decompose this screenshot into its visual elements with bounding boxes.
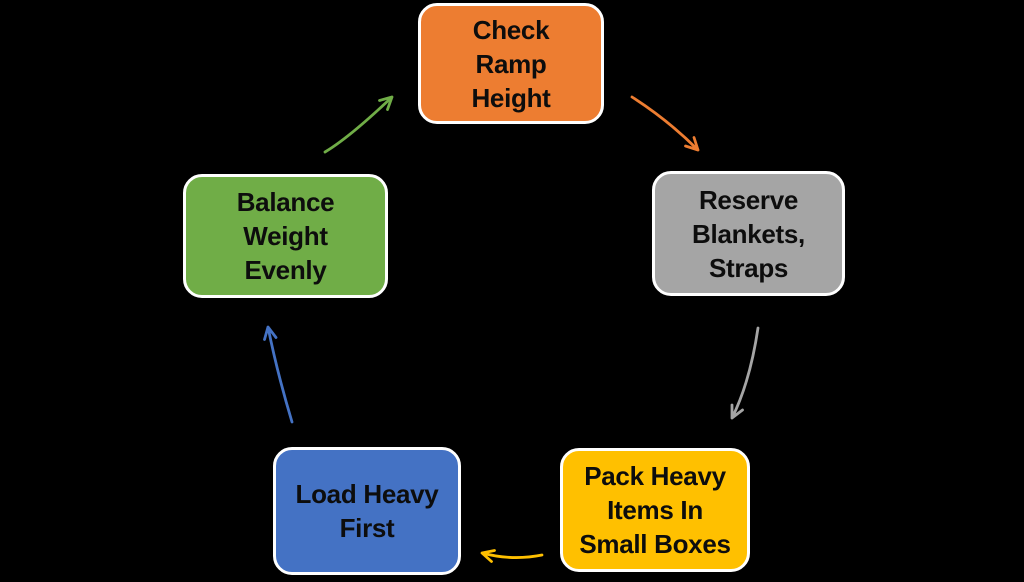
node-check-ramp-height-label: Check Ramp Height [471,14,551,113]
node-reserve-blankets-straps-label: Reserve Blankets, Straps [692,184,805,283]
node-check-ramp-height: Check Ramp Height [418,3,604,124]
node-balance-weight-evenly: Balance Weight Evenly [183,174,388,298]
node-pack-heavy-items-in-small-boxes: Pack Heavy Items In Small Boxes [560,448,750,572]
node-load-heavy-first: Load Heavy First [273,447,461,575]
node-reserve-blankets-straps: Reserve Blankets, Straps [652,171,845,296]
node-pack-heavy-items-in-small-boxes-label: Pack Heavy Items In Small Boxes [579,461,731,559]
arrow-pack-to-load [480,549,544,563]
arrow-load-to-balance [263,325,294,424]
node-balance-weight-evenly-label: Balance Weight Evenly [236,187,335,285]
node-load-heavy-first-label: Load Heavy First [295,479,439,543]
arrow-balance-to-check [323,95,394,154]
arrow-reserve-to-pack [730,326,760,420]
arrow-check-to-reserve [630,95,700,152]
